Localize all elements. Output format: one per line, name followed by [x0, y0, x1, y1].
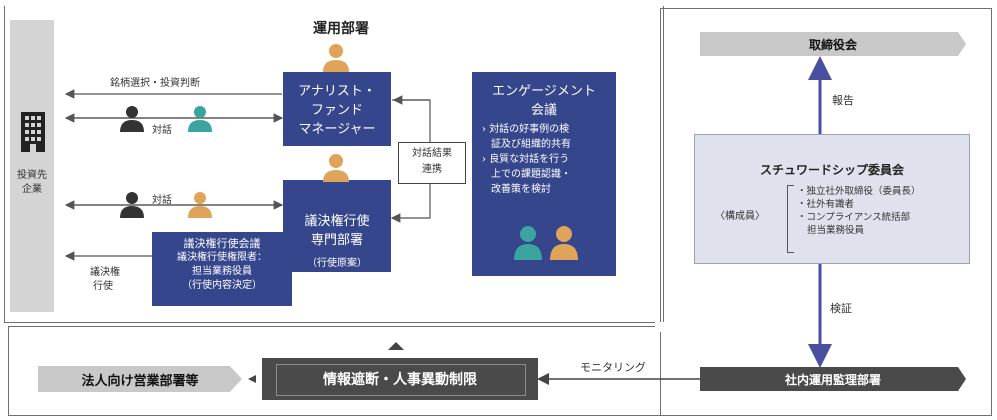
engagement-bullet-1: › 対話の好事例の検 — [482, 124, 570, 135]
voting-dept-box: 議決権行使 専門部署 （行使原案） — [283, 180, 391, 272]
board-band: 取締役会 — [700, 32, 966, 56]
dialogue-label-2: 対話 — [152, 195, 172, 206]
voting-dept-line-2: 専門部署 — [310, 233, 363, 248]
building-icon — [18, 110, 48, 154]
member-3b: 担当業務役員 — [807, 225, 865, 236]
engagement-people-icons — [512, 224, 582, 260]
info-barrier-band: 情報遮断・人事異動制限 — [262, 358, 538, 400]
governance-frame — [660, 8, 992, 416]
member-2: ・社外有識者 — [797, 199, 855, 210]
engagement-bullet-2: › 良質な対話を行う — [482, 154, 570, 165]
voting-small-icon — [186, 190, 214, 218]
stock-selection-label: 銘柄選択・投資判断 — [110, 78, 200, 89]
analyst-box: アナリスト・ ファンド マネージャー — [283, 72, 391, 146]
exercise-label-2: 行使 — [93, 281, 113, 292]
member-1: ・独立社外取締役（委員長） — [797, 186, 921, 197]
oversight-band: 社内運用監理部署 — [700, 367, 966, 391]
white-cover — [655, 322, 665, 332]
operations-frame — [4, 6, 664, 323]
analyst-small-icon — [186, 104, 214, 132]
voting-council-box: 議決権行使会議 議決権行使権限者： 担当業務役員 （行使内容決定） — [152, 232, 292, 306]
council-title: 議決権行使会議 — [183, 237, 261, 250]
members-label: 〈構成員〉 — [715, 211, 765, 222]
proposal-label: （行使原案） — [307, 258, 367, 269]
council-line-4: （行使内容決定） — [182, 280, 262, 291]
stewardship-title: スチュワードシップ委員会 — [759, 163, 904, 177]
verification-label: 検証 — [830, 302, 852, 315]
coordination-line-2: 連携 — [422, 164, 442, 175]
engagement-box: エンゲージメント 会議 › 対話の好事例の検 証及び組織的共有 › 良質な対話を… — [472, 72, 616, 276]
voting-person-icon — [320, 152, 352, 182]
investee-label-1: 投資先 — [17, 170, 47, 181]
investee-person-icon-1 — [118, 104, 146, 132]
engagement-title-2: 会議 — [530, 103, 557, 118]
dialogue-label-1: 対話 — [152, 125, 172, 136]
dept-title: 運用部署 — [313, 21, 369, 37]
stewardship-box: スチュワードシップ委員会 〈構成員〉 ・独立社外取締役（委員長） ・社外有識者 … — [694, 134, 970, 264]
coordination-line-1: 対話結果 — [412, 148, 452, 159]
corporate-sales-band: 法人向け営業部署等 — [38, 366, 242, 392]
analyst-line-1: アナリスト・ — [298, 84, 376, 99]
bottom-frame — [8, 326, 661, 416]
council-line-3: 担当業務役員 — [192, 266, 252, 277]
engagement-title-1: エンゲージメント — [492, 84, 596, 99]
investee-panel — [10, 20, 54, 312]
council-line-2: 議決権行使権限者： — [177, 252, 267, 263]
analyst-line-3: マネージャー — [298, 122, 376, 137]
member-3: ・コンプライアンス統括部 — [797, 212, 911, 223]
coordination-box: 対話結果 連携 — [398, 142, 466, 184]
engagement-bullet-2b: 上での課題認識・ — [491, 169, 571, 180]
investee-person-icon-2 — [118, 190, 146, 218]
analyst-person-icon — [320, 42, 352, 72]
members-bracket — [787, 185, 794, 253]
engagement-bullet-1b: 証及び組織的共有 — [491, 139, 571, 150]
exercise-label-1: 議決権 — [90, 267, 120, 278]
analyst-line-2: ファンド — [310, 103, 363, 118]
report-label: 報告 — [832, 94, 854, 107]
voting-dept-line-1: 議決権行使 — [304, 214, 370, 229]
investee-label-2: 企業 — [22, 184, 42, 195]
monitoring-label: モニタリング — [580, 361, 646, 374]
engagement-bullet-2c: 改善策を検討 — [491, 184, 551, 195]
